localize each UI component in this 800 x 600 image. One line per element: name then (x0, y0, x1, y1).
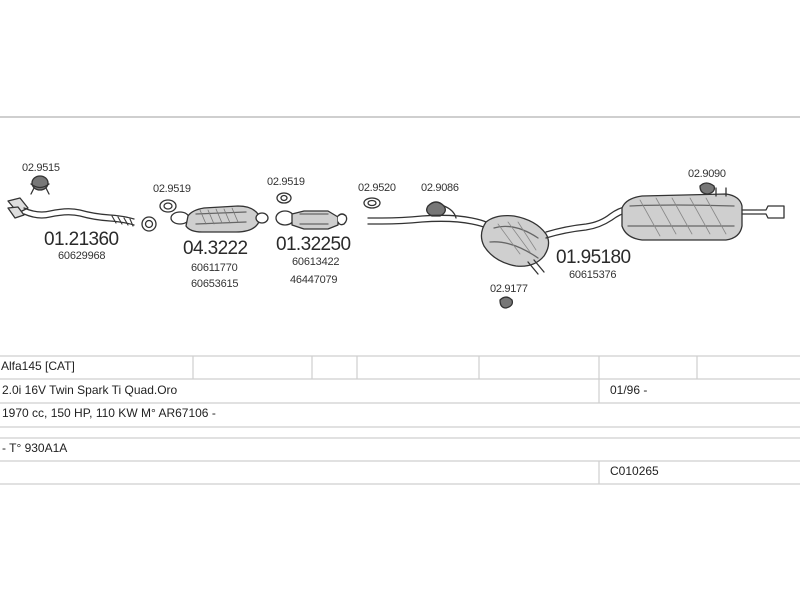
intermediate-pipe-oe-number: 46447079 (290, 274, 338, 286)
front-pipe-part-number: 01.21360 (44, 229, 119, 250)
rubber-hanger-icon (699, 182, 716, 195)
kit-code-cell: C010265 (610, 464, 659, 478)
gasket-part-number: 02.9519 (267, 176, 305, 188)
gasket-icon (276, 192, 292, 204)
catalytic-converter-icon (170, 205, 269, 233)
catalytic-converter-oe-number: 60653615 (191, 278, 239, 290)
catalytic-converter-oe-number: 60611770 (191, 262, 238, 274)
vehicle-model-cell: Alfa145 [CAT] (1, 359, 75, 373)
hanger-part-number: 02.9086 (421, 182, 459, 194)
clamp-icon (30, 175, 50, 195)
rear-muffler-icon (621, 187, 785, 241)
rubber-hanger-icon (426, 201, 457, 219)
rubber-hanger-icon (499, 296, 514, 309)
front-pipe-icon (7, 197, 157, 232)
gasket-icon (159, 199, 177, 213)
front-pipe-oe-number: 60629968 (58, 250, 106, 262)
seal-ring-part-number: 02.9520 (358, 182, 396, 194)
catalytic-converter-part-number: 04.3222 (183, 238, 248, 259)
muffler-oe-number: 60615376 (569, 269, 617, 281)
gasket-part-number: 02.9519 (153, 183, 191, 195)
middle-muffler-icon (367, 205, 629, 275)
engine-type-cell: - T° 930A1A (2, 441, 68, 455)
engine-specs-cell: 1970 cc, 150 HP, 110 KW M° AR67106 - (2, 406, 216, 420)
spec-table-grid (0, 355, 800, 485)
hanger-part-number: 02.9177 (490, 283, 528, 295)
hanger-part-number: 02.9090 (688, 168, 726, 180)
engine-variant-cell: 2.0i 16V Twin Spark Ti Quad.Oro (2, 383, 178, 397)
seal-ring-icon (363, 197, 381, 209)
production-date-cell: 01/96 - (610, 383, 648, 397)
intermediate-pipe-oe-number: 60613422 (292, 256, 340, 268)
clamp-part-number: 02.9515 (22, 162, 60, 174)
intermediate-pipe-icon (275, 210, 348, 230)
intermediate-pipe-part-number: 01.32250 (276, 234, 351, 255)
muffler-part-number: 01.95180 (556, 247, 631, 268)
